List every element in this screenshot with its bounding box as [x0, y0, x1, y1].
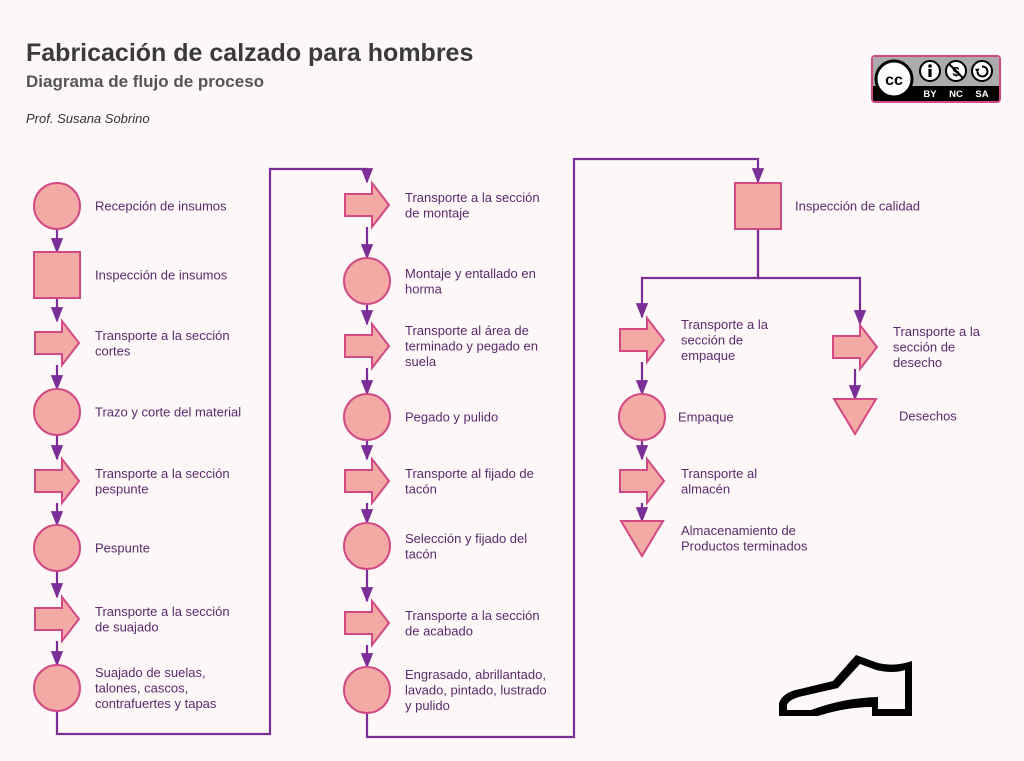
step-label-s13-line-1: tacón [405, 481, 437, 496]
cc-sa-label: SA [975, 89, 988, 100]
transport-symbol-s22 [832, 322, 879, 372]
transport-symbol-s18 [619, 315, 666, 365]
transport-symbol-s11 [344, 321, 391, 371]
step-label-s13-line-0: Transporte al fijado de [405, 466, 534, 481]
step-label-s10-line-0: Montaje y entallado en [405, 266, 536, 281]
step-label-s18-line-1: sección de [681, 333, 743, 348]
step-label-s3-line-0: Transporte a la sección [95, 328, 230, 343]
connector-s16-s17 [365, 157, 765, 739]
connector-s17-s22 [756, 229, 867, 326]
step-label-s22-line-0: Transporte a la [893, 324, 981, 339]
step-label-s22-line-2: desecho [893, 355, 942, 370]
creative-commons-icon: cc $ BY NC SA [871, 55, 1001, 103]
page-title: Fabricación de calzado para hombres [26, 39, 473, 67]
author-name: Prof. Susana Sobrino [26, 111, 150, 126]
cc-nc-label: NC [949, 89, 963, 100]
storage-symbol-s23 [832, 398, 878, 436]
operation-symbol-s8 [33, 664, 81, 712]
cc-label: cc [885, 72, 903, 89]
step-label-s11-line-2: suela [405, 354, 437, 369]
connector-s8-s9 [55, 167, 374, 736]
step-label-s16-line-2: y pulido [405, 698, 450, 713]
step-label-s16-line-0: Engrasado, abrillantado, [405, 667, 546, 682]
step-label-s9-line-1: de montaje [405, 205, 469, 220]
storage-symbol-s21 [619, 520, 665, 558]
operation-symbol-s12 [343, 393, 391, 441]
step-label-s16-line-1: lavado, pintado, lustrado [405, 683, 547, 698]
operation-symbol-s19 [618, 393, 666, 441]
step-label-s18-line-0: Transporte a la [681, 317, 769, 332]
step-label-s21-line-0: Almacenamiento de [681, 523, 796, 538]
step-label-s1-line-0: Recepción de insumos [95, 199, 227, 214]
step-label-s3-line-1: cortes [95, 343, 131, 358]
step-label-s8-line-0: Suajado de suelas, [95, 665, 206, 680]
inspection-symbol-s17 [734, 182, 782, 230]
transport-symbol-s15 [344, 598, 391, 648]
step-label-s12-line-0: Pegado y pulido [405, 410, 498, 425]
step-label-s20-line-1: almacén [681, 481, 730, 496]
step-label-s6-line-0: Pespunte [95, 541, 150, 556]
step-label-s8-line-2: contrafuertes y tapas [95, 696, 217, 711]
step-label-s22-line-1: sección de [893, 340, 955, 355]
operation-symbol-s14 [343, 522, 391, 570]
step-label-s19-line-0: Empaque [678, 410, 734, 425]
step-label-s21-line-1: Productos terminados [681, 538, 808, 553]
step-label-s11-line-0: Transporte al área de [405, 323, 529, 338]
connector-s17-s18 [635, 229, 760, 319]
transport-symbol-s9 [344, 180, 391, 230]
step-label-s14-line-0: Selección y fijado del [405, 531, 527, 546]
step-label-s7-line-0: Transporte a la sección [95, 604, 230, 619]
shoe-icon [779, 655, 912, 716]
transport-symbol-s5 [34, 456, 81, 506]
step-label-s7-line-1: de suajado [95, 619, 159, 634]
connector-lines [50, 157, 867, 739]
step-label-s11-line-1: terminado y pegado en [405, 339, 538, 354]
step-label-s17-line-0: Inspección de calidad [795, 199, 920, 214]
step-label-s2-line-0: Inspección de insumos [95, 268, 228, 283]
operation-symbol-s10 [343, 257, 391, 305]
step-label-s15-line-0: Transporte a la sección [405, 608, 540, 623]
operation-symbol-s4 [33, 388, 81, 436]
step-label-s14-line-1: tacón [405, 546, 437, 561]
step-label-s15-line-1: de acabado [405, 623, 473, 638]
step-label-s8-line-1: talones, cascos, [95, 681, 188, 696]
flow-shapes [33, 180, 879, 714]
step-label-s20-line-0: Transporte al [681, 466, 757, 481]
step-label-s18-line-2: empaque [681, 348, 735, 363]
step-label-s10-line-1: horma [405, 281, 443, 296]
transport-symbol-s13 [344, 456, 391, 506]
operation-symbol-s1 [33, 182, 81, 230]
operation-symbol-s6 [33, 524, 81, 572]
transport-symbol-s20 [619, 456, 666, 506]
cc-by-label: BY [923, 89, 937, 100]
page-subtitle: Diagrama de flujo de proceso [26, 72, 264, 91]
operation-symbol-s16 [343, 666, 391, 714]
inspection-symbol-s2 [33, 251, 81, 299]
transport-symbol-s7 [34, 594, 81, 644]
transport-symbol-s3 [34, 318, 81, 368]
step-label-s9-line-0: Transporte a la sección [405, 190, 540, 205]
step-label-s5-line-0: Transporte a la sección [95, 466, 230, 481]
step-label-s5-line-1: pespunte [95, 481, 149, 496]
step-label-s23-line-0: Desechos [899, 409, 957, 424]
step-label-s4-line-0: Trazo y corte del material [95, 405, 241, 420]
